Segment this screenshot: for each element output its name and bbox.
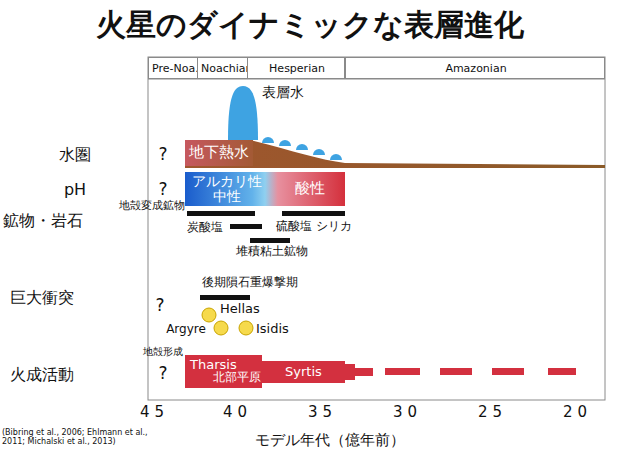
row-label: pH bbox=[64, 181, 86, 199]
volcanism-shape-path bbox=[185, 355, 345, 388]
citation-note: (Bibring et al., 2006; Ehlmann et al., 2… bbox=[2, 428, 152, 446]
node-text: Syrtis bbox=[285, 365, 322, 380]
era-header: Amazonian bbox=[345, 57, 605, 79]
row-label: 水圏 bbox=[59, 146, 91, 164]
volcanism-tail bbox=[345, 364, 576, 380]
volcanism-bar: Tharsis北部平原Syrtis bbox=[185, 355, 345, 388]
node-text: 北部平原 bbox=[213, 371, 261, 385]
chart-frame bbox=[148, 57, 605, 400]
axis-tick-label: 2 5 bbox=[478, 404, 502, 421]
era-header: Hesperian bbox=[247, 57, 345, 79]
row-label: 鉱物・岩石 bbox=[3, 212, 83, 230]
unknown-mark: ? bbox=[155, 296, 164, 316]
crater-label: Hellas bbox=[220, 302, 260, 317]
axis-tick-label: 2 0 bbox=[563, 404, 587, 421]
surface-water-waves bbox=[262, 137, 342, 160]
crater-label: Argyre bbox=[166, 323, 206, 337]
unknown-mark: ? bbox=[158, 145, 167, 165]
mineral-label: 硫酸塩 bbox=[276, 220, 312, 234]
axis-tick-label: 3 0 bbox=[393, 404, 417, 421]
node-text: アルカリ性 中性 bbox=[187, 174, 267, 205]
ph-bar: アルカリ性 中性 酸性 bbox=[185, 172, 345, 206]
unknown-mark: ? bbox=[158, 180, 167, 200]
bombardment-bar bbox=[200, 295, 250, 300]
node-text: Amazonian bbox=[445, 63, 506, 76]
event-label: 地殻形成 bbox=[143, 346, 183, 358]
mineral-label: シリカ bbox=[316, 220, 352, 234]
node-text: 地下熱水 bbox=[189, 144, 249, 161]
axis-title: モデル年代（億年前） bbox=[255, 432, 405, 449]
diagram-title: 火星のダイナミックな表層進化 bbox=[96, 8, 524, 43]
node-text: Hesperian bbox=[269, 63, 325, 76]
crater-label: Isidis bbox=[256, 322, 289, 337]
mineral-label: 堆積粘土鉱物 bbox=[236, 245, 308, 259]
groundwater-band: 地下熱水 bbox=[185, 140, 253, 166]
node-text: 酸性 bbox=[295, 180, 325, 197]
row-label: 巨大衝突 bbox=[10, 289, 74, 307]
water-label: 表層水 bbox=[262, 84, 304, 100]
node-text: Pre-Noa. bbox=[152, 63, 199, 76]
axis-tick-label: 4 0 bbox=[223, 404, 247, 421]
unknown-mark: ? bbox=[158, 364, 167, 384]
surface-water-bump bbox=[228, 86, 258, 140]
mineral-label: 地殻変成鉱物 bbox=[119, 200, 185, 213]
axis-tick-label: 3 5 bbox=[308, 404, 332, 421]
axis-tick-label: 4 5 bbox=[140, 404, 164, 421]
era-header: Pre-Noa. bbox=[148, 57, 201, 79]
groundwater-shape bbox=[185, 140, 605, 168]
mineral-label: 炭酸塩 bbox=[187, 221, 223, 235]
node-text: Noachian bbox=[201, 63, 253, 76]
row-label: 火成活動 bbox=[10, 366, 74, 384]
period-label: 後期隕石重爆撃期 bbox=[202, 276, 298, 290]
